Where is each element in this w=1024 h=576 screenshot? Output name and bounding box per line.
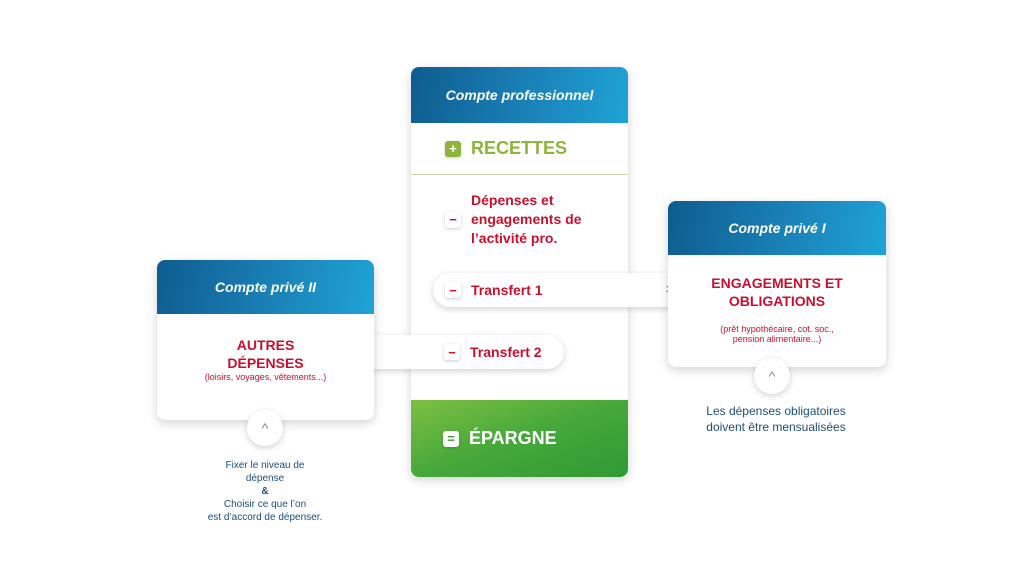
epargne-label: ÉPARGNE bbox=[469, 428, 557, 448]
engagements-detail-2: pension alimentaire...) bbox=[732, 334, 822, 344]
depenses-row: − Dépenses et engagements de l’activité … bbox=[445, 191, 625, 248]
compte-prive-2-title: Compte privé II bbox=[157, 260, 374, 314]
obligations-heading: OBLIGATIONS bbox=[728, 293, 826, 309]
note-right: Les dépenses obligatoires doivent être m… bbox=[676, 403, 876, 435]
compte-prive-1-body: ENGAGEMENTS ET OBLIGATIONS (prêt hypothé… bbox=[668, 274, 886, 344]
note-right-line-2: doivent être mensualisées bbox=[706, 420, 846, 434]
chevron-up-icon[interactable]: ^ bbox=[754, 358, 790, 394]
transfert-2-content: − Transfert 2 bbox=[444, 344, 542, 360]
compte-prive-2-card: Compte privé II AUTRES DÉPENSES (loisirs… bbox=[157, 260, 374, 420]
minus-icon: − bbox=[445, 211, 461, 228]
depenses-label: Dépenses et engagements de l’activité pr… bbox=[471, 192, 582, 246]
note-right-line-1: Les dépenses obligatoires bbox=[706, 404, 846, 418]
transfert-1-pill[interactable]: − Transfert 1 › bbox=[433, 273, 687, 307]
note-left-ampersand: & bbox=[261, 486, 269, 497]
compte-prive-1-title: Compte privé I bbox=[668, 201, 886, 255]
autres-label: AUTRES bbox=[236, 337, 295, 353]
note-left-line-2: dépense bbox=[245, 473, 285, 484]
compte-prive-2-body: AUTRES DÉPENSES (loisirs, voyages, vêtem… bbox=[157, 336, 374, 382]
chevron-up-icon[interactable]: ^ bbox=[247, 410, 283, 446]
minus-icon: − bbox=[444, 344, 460, 360]
epargne-row: = ÉPARGNE bbox=[411, 400, 628, 477]
equal-icon: = bbox=[443, 430, 459, 447]
note-left-line-4: est d’accord de dépenser. bbox=[207, 512, 323, 523]
plus-icon: + bbox=[445, 140, 461, 157]
engagements-detail-1: (prêt hypothécaire, cot. soc., bbox=[720, 324, 834, 334]
compte-prive-1-card: Compte privé I ENGAGEMENTS ET OBLIGATION… bbox=[668, 201, 886, 367]
note-left-line-3: Choisir ce que l’on bbox=[223, 499, 307, 510]
recettes-row: + RECETTES bbox=[411, 123, 628, 175]
note-left: Fixer le niveau de dépense & Choisir ce … bbox=[180, 459, 350, 524]
depenses-heading: DÉPENSES bbox=[227, 355, 304, 371]
engagements-heading: ENGAGEMENTS ET bbox=[711, 275, 843, 291]
transfert-2-label: Transfert 2 bbox=[470, 344, 542, 360]
minus-icon: − bbox=[445, 282, 461, 298]
transfert-1-label: Transfert 1 bbox=[471, 282, 543, 298]
recettes-label: RECETTES bbox=[471, 138, 568, 158]
note-left-line-1: Fixer le niveau de bbox=[225, 460, 305, 471]
compte-professionnel-title: Compte professionnel bbox=[411, 67, 628, 123]
transfert-2-pill[interactable]: ‹ − Transfert 2 bbox=[346, 335, 564, 369]
autres-depenses-detail: (loisirs, voyages, vêtements...) bbox=[204, 372, 327, 382]
compte-professionnel-card: Compte professionnel + RECETTES − Dépens… bbox=[411, 67, 628, 477]
